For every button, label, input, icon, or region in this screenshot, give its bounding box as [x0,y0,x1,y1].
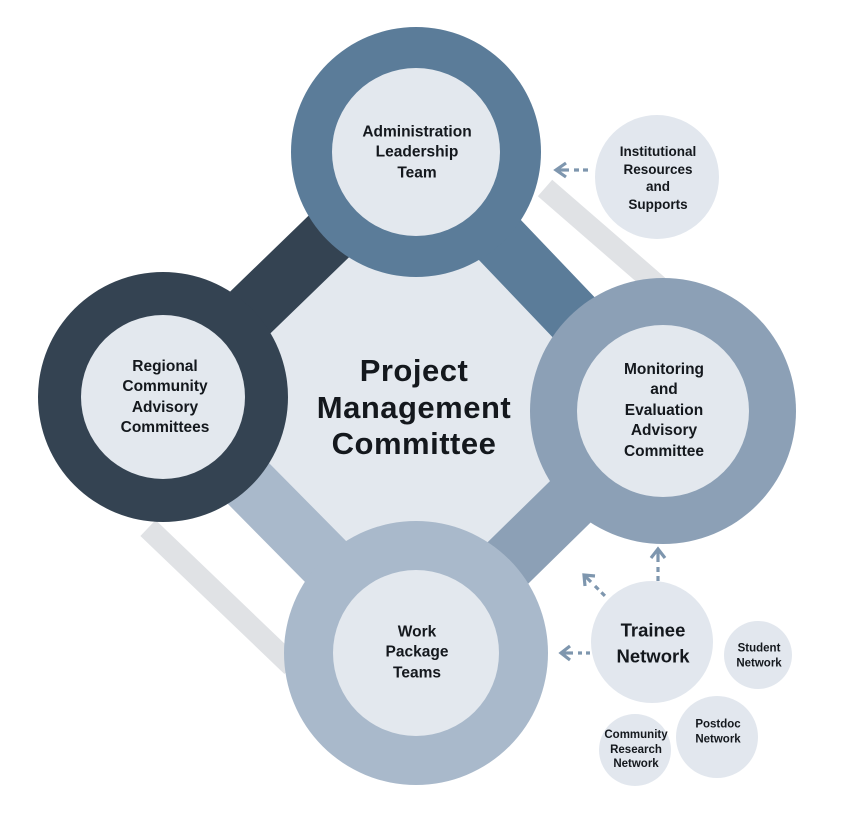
circle-postdoc-network [676,696,758,778]
ring-monitoring-inner [577,325,749,497]
ring-workpackage-inner [333,570,499,736]
arrow-trainee-up-icon [649,546,667,582]
shadow-band-bottom-left [140,520,300,674]
shadow-band-top-right [537,179,666,295]
ring-administration-inner [332,68,500,236]
circle-trainee-network [591,581,713,703]
circle-student-network [724,621,792,689]
circle-institutional-resources [595,115,719,239]
arrow-trainee-left-icon [558,644,592,662]
ring-regional-inner [81,315,245,479]
circle-community-research-network [599,714,671,786]
arrow-institutional-left-icon [553,161,588,179]
arrow-trainee-up-left-icon [582,573,608,599]
